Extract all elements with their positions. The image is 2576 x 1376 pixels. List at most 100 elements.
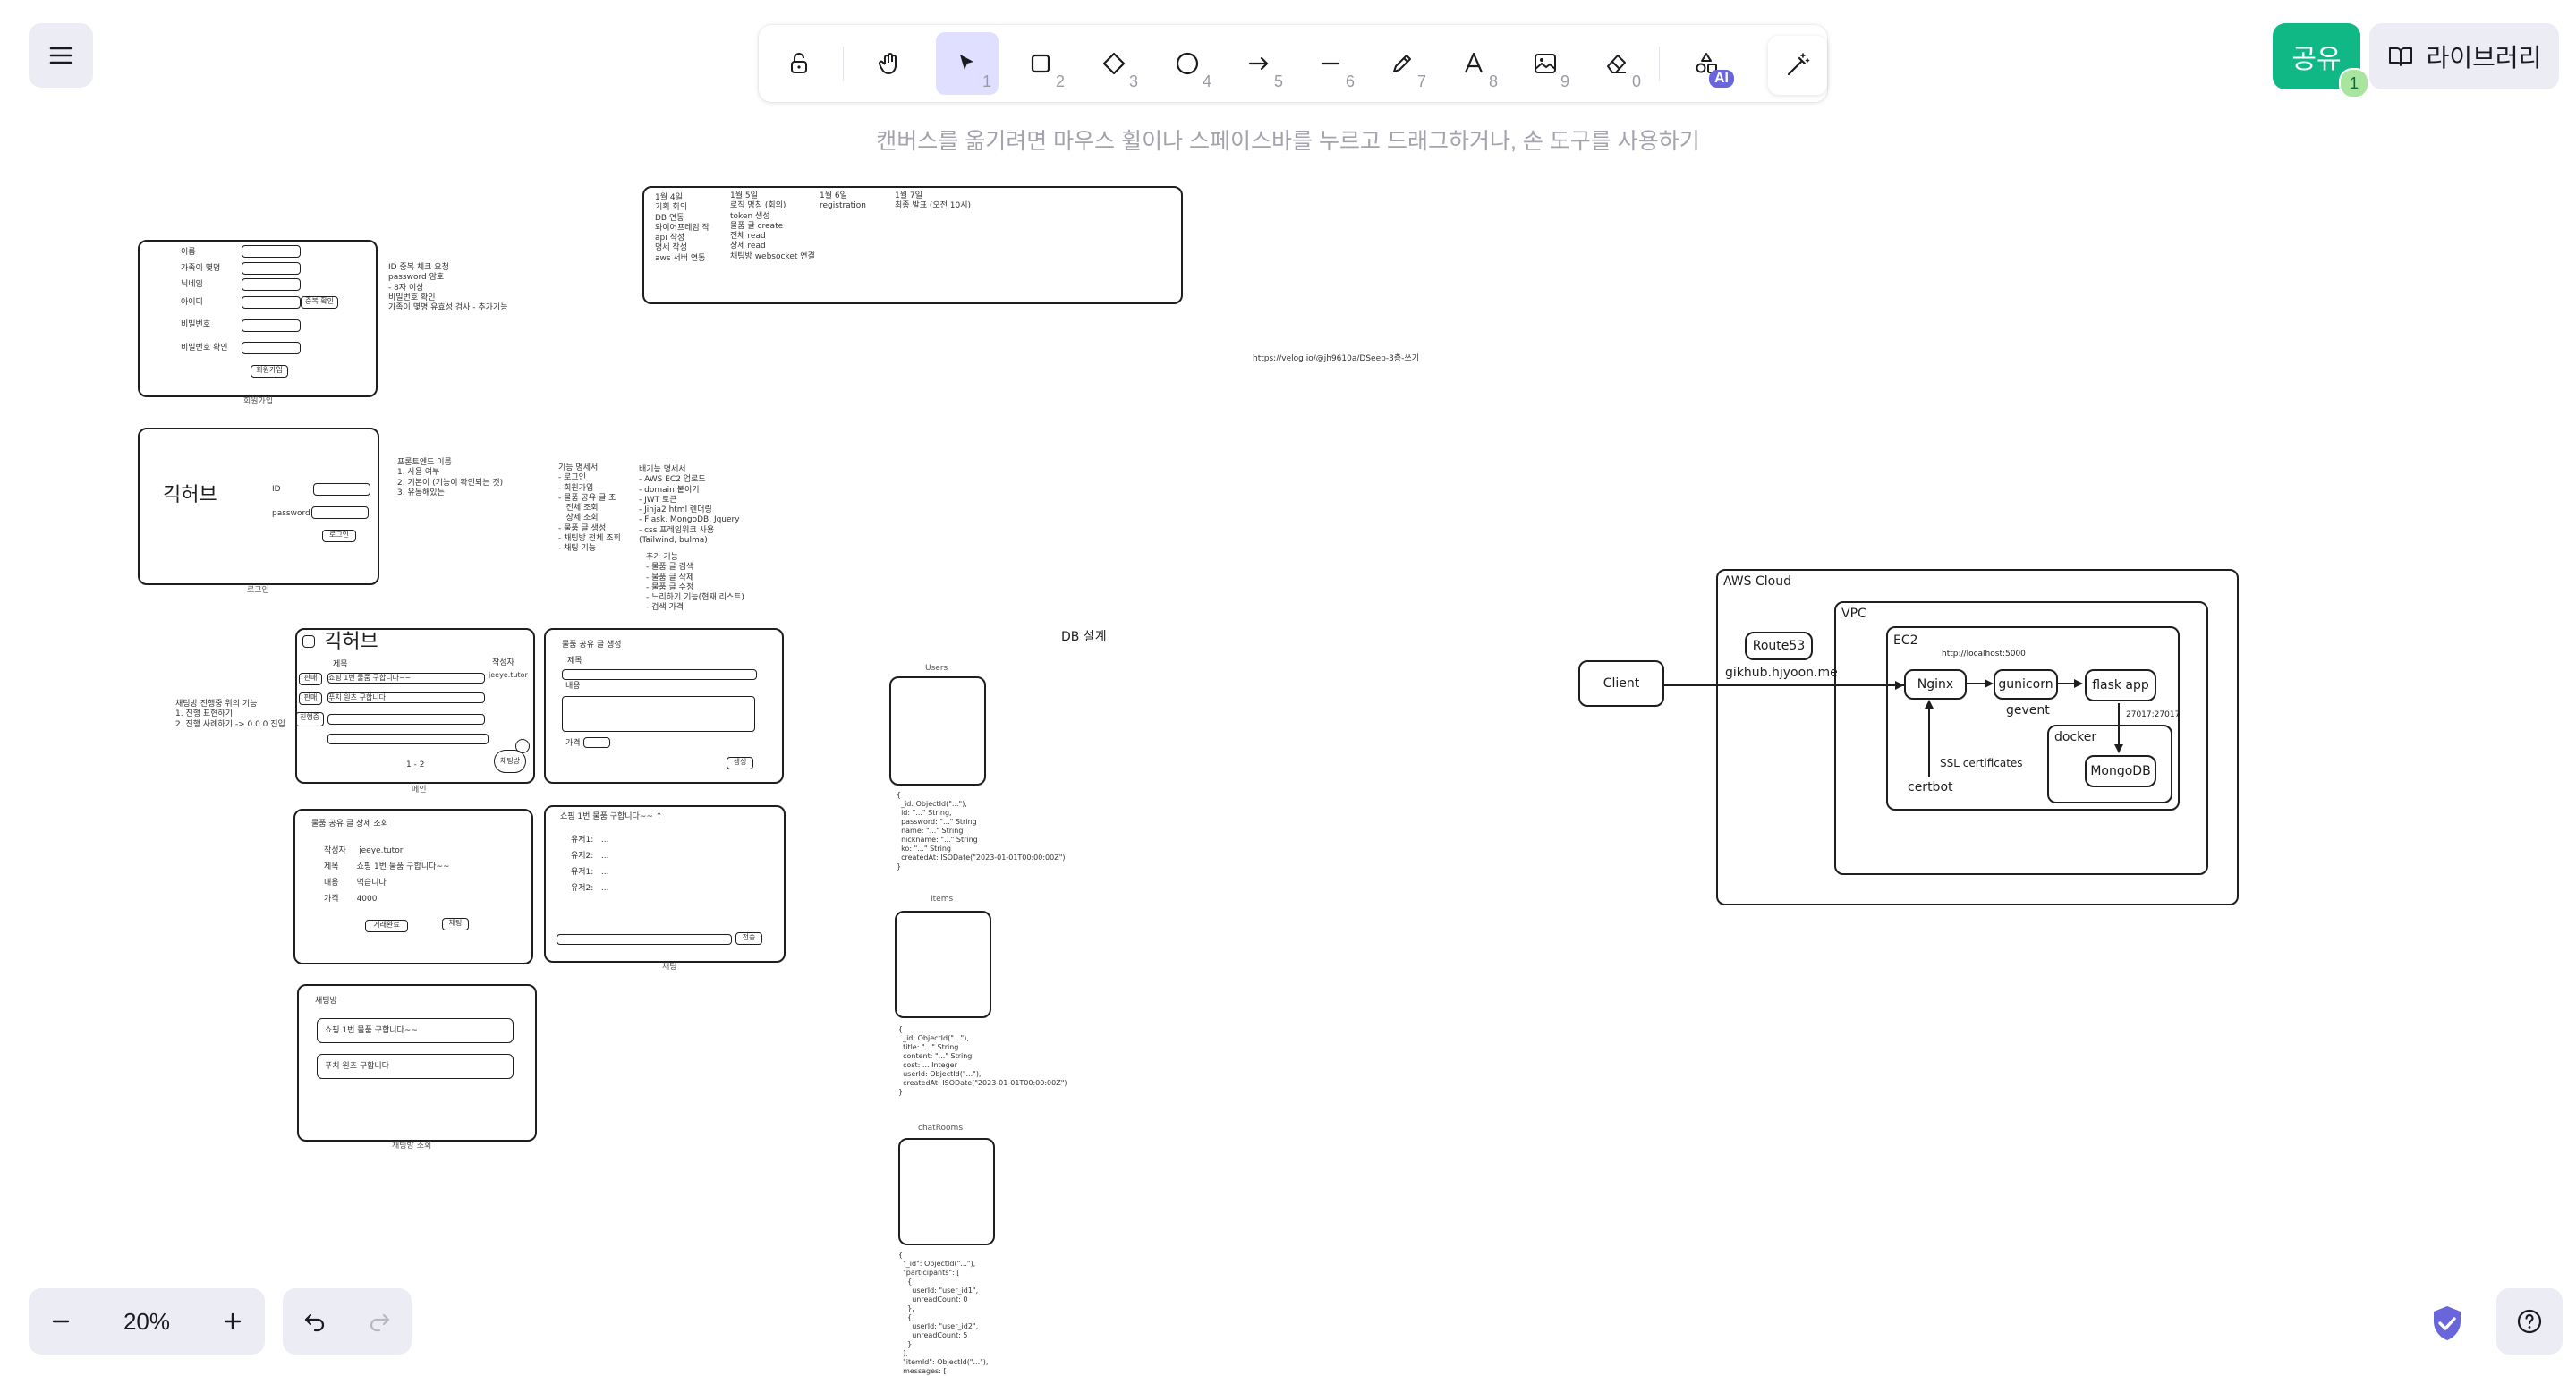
detail-wireframe[interactable]	[293, 809, 533, 964]
docker-box[interactable]	[2047, 725, 2172, 803]
main-row: 푸치 원츠 구합니다	[327, 692, 485, 703]
vpc-box[interactable]	[1834, 601, 2208, 875]
chatlist-caption: 채팅방 조회	[392, 1142, 432, 1151]
arrow-right-icon	[1248, 56, 1269, 71]
nginx-node[interactable]: Nginx	[1904, 669, 1967, 700]
eraser-tool[interactable]: 0	[1586, 32, 1648, 95]
shapes-icon	[1696, 53, 1717, 73]
text-tool[interactable]: 8	[1442, 32, 1505, 95]
schedule-box[interactable]	[642, 186, 1183, 304]
db-items-box[interactable]	[895, 911, 991, 1018]
aws-cloud-label: AWS Cloud	[1723, 574, 1791, 589]
signup-input	[242, 245, 301, 258]
lock-tool[interactable]	[768, 32, 830, 95]
aws-cloud-box[interactable]	[1716, 569, 2239, 905]
gunicorn-node[interactable]: gunicorn	[1994, 669, 2058, 700]
login-button: 로그인	[322, 530, 356, 542]
db-users-box[interactable]	[889, 676, 986, 786]
chat-wireframe[interactable]	[544, 805, 786, 963]
route53-node[interactable]: Route53	[1745, 632, 1813, 660]
unlock-icon	[791, 53, 807, 73]
signup-input	[242, 342, 301, 354]
ec2-box[interactable]	[1886, 626, 2180, 811]
shield-check-icon	[2434, 1306, 2461, 1340]
arrow-tool[interactable]: 5	[1228, 32, 1290, 95]
client-node[interactable]: Client	[1578, 660, 1664, 707]
create-post-submit: 생성	[727, 757, 753, 769]
schedule-col-4: 1월 7일 최종 발표 (오전 10시)	[895, 191, 972, 211]
rectangle-tool[interactable]: 2	[1009, 32, 1072, 95]
login-wireframe[interactable]	[138, 428, 379, 585]
image-tool[interactable]: 9	[1514, 32, 1577, 95]
create-post-wireframe[interactable]	[544, 628, 784, 784]
main-row: 쇼핑 1번 물품 구합니다~~	[327, 673, 485, 684]
login-pw-label: password	[272, 509, 310, 518]
hand-icon	[879, 53, 897, 74]
signup-field-label-3: 아이디	[181, 298, 203, 307]
signup-wireframe[interactable]	[138, 240, 378, 397]
ellipse-tool[interactable]: 4	[1156, 32, 1219, 95]
toolbar-separator	[1659, 47, 1660, 81]
history-controls	[283, 1288, 412, 1355]
draw-tool[interactable]: 7	[1371, 32, 1433, 95]
shortcut-key: 4	[1202, 72, 1211, 90]
zoom-in-button[interactable]	[200, 1288, 265, 1355]
backend-spec-notes: 배기능 명세서 - AWS EC2 업로드 - domain 붙이기 - JWT…	[639, 465, 740, 545]
flask-node[interactable]: flask app	[2085, 669, 2156, 701]
shortcut-key: 3	[1128, 72, 1138, 90]
line-icon	[1321, 62, 1340, 65]
library-button[interactable]: 라이브러리	[2369, 23, 2559, 89]
signup-field-label-1: 가족이 몇명	[181, 264, 221, 273]
main-side-note: 채팅방 진행중 위의 기능 1. 진행 표현하기 2. 진행 사례하기 -> 0…	[175, 700, 285, 729]
docker-label: docker	[2054, 730, 2097, 744]
redo-icon	[370, 1313, 390, 1332]
hand-tool[interactable]	[859, 32, 922, 95]
shortcut-key: 2	[1055, 72, 1065, 90]
shortcut-key: 0	[1631, 72, 1641, 90]
chat-caption: 채팅	[662, 963, 677, 972]
db-chatrooms-box[interactable]	[898, 1138, 995, 1245]
library-label: 라이브러리	[2426, 44, 2542, 72]
create-post-title-label: 제목	[567, 657, 582, 666]
create-post-price-label: 가격	[565, 739, 581, 748]
more-shapes-tool[interactable]: AI	[1675, 32, 1738, 95]
main-wireframe[interactable]	[295, 628, 535, 784]
chatlist-title: 채팅방	[315, 997, 337, 1006]
port-label: 27017:27017	[2126, 710, 2181, 719]
vpc-label: VPC	[1841, 607, 1866, 621]
main-row	[327, 714, 485, 725]
zoom-level[interactable]: 20%	[123, 1307, 171, 1335]
chat-input	[557, 934, 732, 945]
main-pager: 1 - 2	[406, 760, 425, 769]
undo-button[interactable]	[283, 1288, 347, 1355]
zoom-controls: 20%	[29, 1288, 265, 1355]
diamond-tool[interactable]: 3	[1083, 32, 1145, 95]
schedule-col-2: 1월 5일 로직 명칭 (회의) token 생성 물품 글 create 전체…	[730, 191, 815, 261]
signup-dup-check-button: 중복 확인	[301, 296, 338, 309]
shortcut-key: 6	[1345, 72, 1355, 90]
login-id-input	[313, 483, 370, 496]
schedule-col-3: 1월 6일 registration	[820, 191, 866, 211]
line-tool[interactable]: 6	[1299, 32, 1362, 95]
main-logo: 긱허브	[324, 631, 378, 653]
chat-send-button: 전송	[735, 932, 762, 945]
selection-tool[interactable]: 1	[936, 32, 999, 95]
feature-spec-notes: 기능 명세서 - 로그인 - 회원가입 - 물품 공유 글 조 전체 조회 상세…	[558, 463, 621, 553]
main-chat-button: 채팅방	[494, 750, 526, 773]
main-menu-button[interactable]	[29, 23, 93, 88]
shortcut-key: 8	[1488, 72, 1498, 90]
pencil-icon	[1393, 55, 1411, 72]
image-icon	[1535, 54, 1556, 73]
mongodb-node[interactable]: MongoDB	[2085, 755, 2156, 787]
redo-button[interactable]	[347, 1288, 412, 1355]
canvas-hint: 캔버스를 옮기려면 마우스 휠이나 스페이스바를 누르고 드래그하거나, 손 도…	[876, 129, 1700, 154]
main-col-title: 제목	[333, 660, 348, 669]
signup-input	[242, 262, 301, 275]
help-button[interactable]	[2496, 1288, 2563, 1355]
encryption-status[interactable]	[2423, 1299, 2471, 1347]
zoom-out-button[interactable]	[29, 1288, 93, 1355]
gevent-label: gevent	[2006, 703, 2050, 718]
magic-frame-button[interactable]	[1768, 36, 1827, 95]
chatlist-wireframe[interactable]	[297, 984, 537, 1142]
